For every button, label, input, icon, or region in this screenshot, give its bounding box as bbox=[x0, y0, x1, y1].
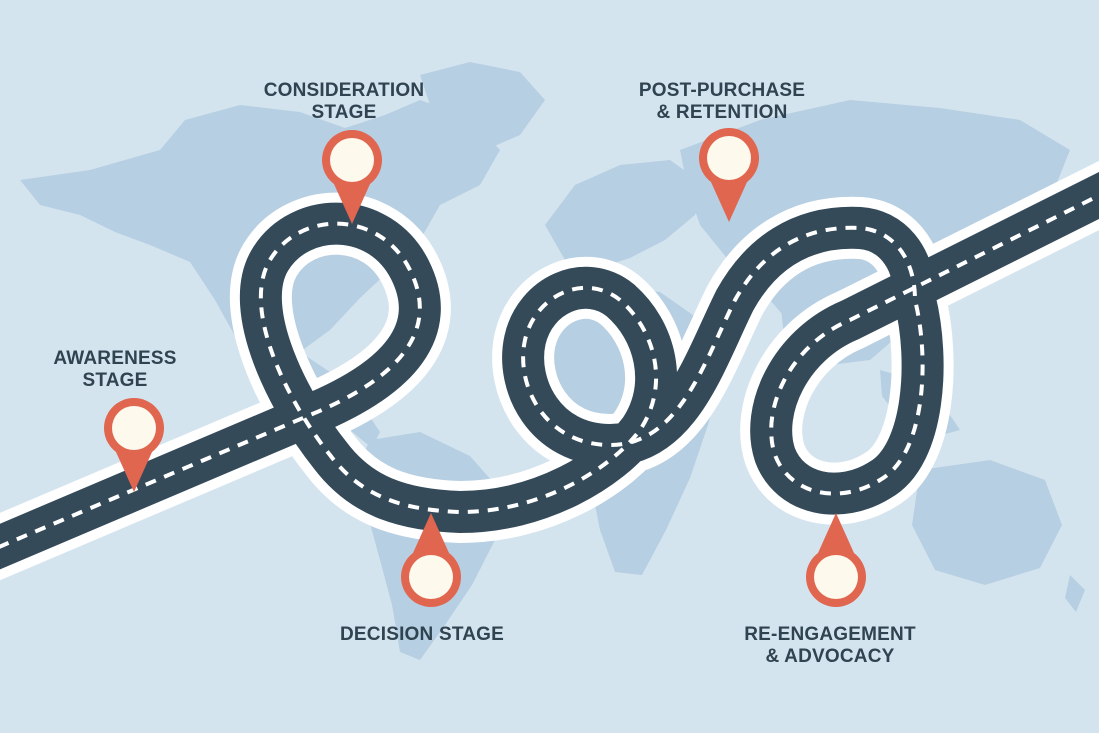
stage-label-line: RE-ENGAGEMENT bbox=[744, 624, 916, 645]
stage-label-decision: DECISION STAGE bbox=[340, 624, 504, 646]
pin-center bbox=[330, 138, 374, 182]
stage-label-line: AWARENESS bbox=[53, 348, 177, 369]
stage-pins bbox=[104, 128, 867, 607]
stage-label-line: DECISION STAGE bbox=[340, 624, 504, 645]
stage-label-re-engagement: RE-ENGAGEMENT& ADVOCACY bbox=[744, 624, 916, 668]
stage-label-line: CONSIDERATION bbox=[263, 80, 425, 101]
stage-label-line: POST-PURCHASE bbox=[638, 80, 806, 101]
map-pin-icon bbox=[699, 128, 759, 222]
continent-europe bbox=[545, 160, 705, 268]
pin-center bbox=[112, 406, 156, 450]
continent-greenland bbox=[420, 62, 545, 150]
pin-center bbox=[409, 555, 453, 599]
stage-label-line: STAGE bbox=[82, 370, 148, 391]
map-pin-icon bbox=[104, 398, 165, 492]
stage-label-line: & ADVOCACY bbox=[765, 646, 895, 667]
continent-australia bbox=[912, 460, 1062, 585]
journey-road bbox=[0, 160, 1099, 581]
continent-new-zealand bbox=[1065, 575, 1085, 612]
map-pin-icon bbox=[322, 130, 382, 224]
pin-center bbox=[707, 136, 751, 180]
stage-label-post-purchase: POST-PURCHASE& RETENTION bbox=[639, 80, 805, 124]
map-pin-icon bbox=[401, 513, 461, 607]
stage-label-line: & RETENTION bbox=[656, 102, 788, 123]
pin-center bbox=[814, 555, 858, 599]
map-pin-icon bbox=[806, 513, 867, 607]
stage-label-line: STAGE bbox=[311, 102, 377, 123]
road-center-dashes bbox=[0, 193, 1099, 549]
